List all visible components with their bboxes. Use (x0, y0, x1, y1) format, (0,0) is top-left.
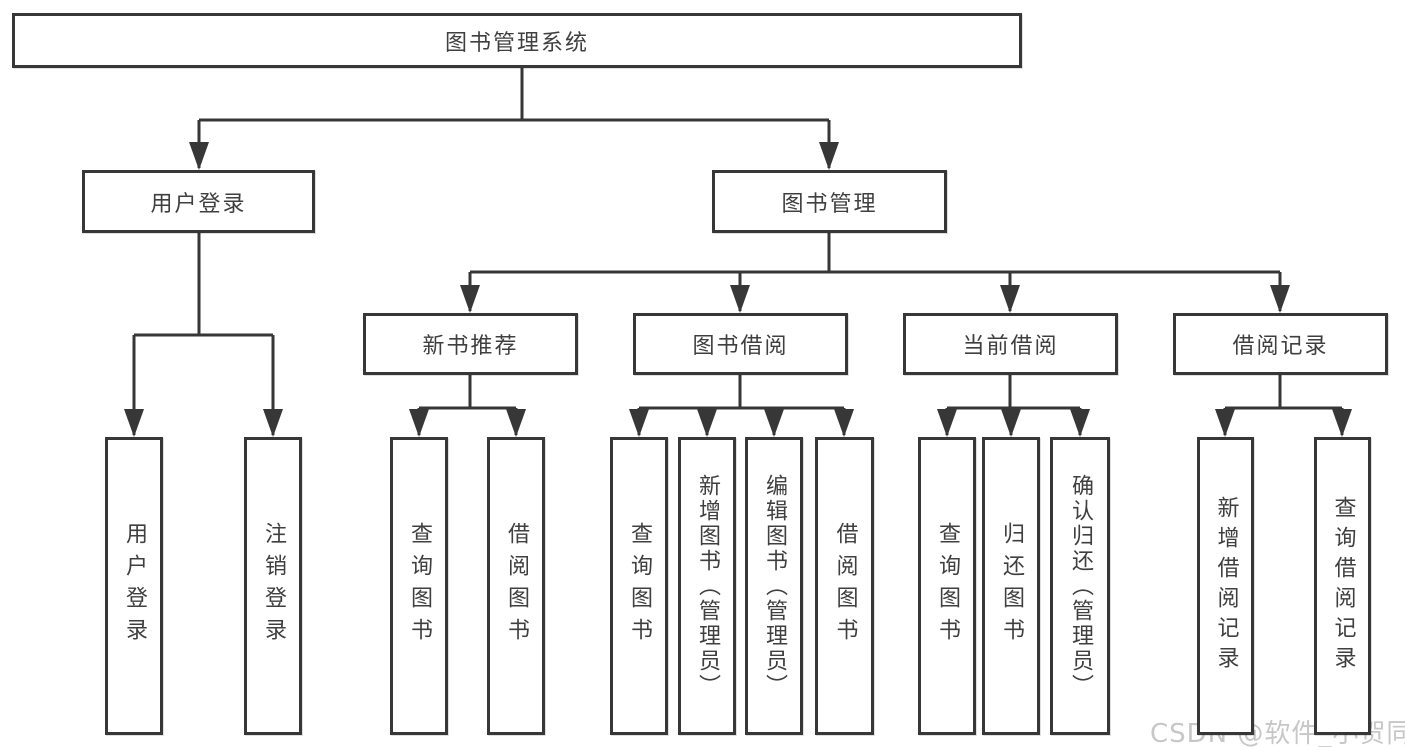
leaf-add-borrow-record: 新增借阅记录 (1197, 437, 1254, 735)
node-book-management: 图书管理 (712, 170, 947, 233)
node-library-system: 图书管理系统 (12, 13, 1022, 68)
leaf-query-books-current: 查询图书 (918, 437, 976, 735)
leaf-borrow-books-borrowing: 借阅图书 (815, 437, 874, 735)
leaf-query-books-recommend: 查询图书 (390, 437, 448, 735)
node-current-borrowing: 当前借阅 (903, 313, 1118, 375)
node-new-book-recommend: 新书推荐 (363, 313, 578, 375)
tree-edges (132, 68, 1344, 435)
leaf-return-books: 归还图书 (982, 437, 1040, 735)
leaf-add-books-admin: 新增图书（管理员） (678, 437, 736, 735)
leaf-query-books-borrowing: 查询图书 (610, 437, 668, 735)
node-borrowing-records: 借阅记录 (1173, 313, 1388, 375)
leaf-confirm-return-admin: 确认归还（管理员） (1050, 437, 1110, 735)
node-book-borrowing: 图书借阅 (633, 313, 848, 375)
leaf-borrow-books-recommend: 借阅图书 (487, 437, 545, 735)
arrowheads (124, 142, 1352, 437)
leaf-user-login: 用户登录 (105, 437, 163, 735)
leaf-logout: 注销登录 (244, 437, 302, 735)
leaf-edit-books-admin: 编辑图书（管理员） (745, 437, 803, 735)
node-user-login-group: 用户登录 (82, 170, 315, 233)
leaf-query-borrow-record: 查询借阅记录 (1314, 437, 1371, 735)
